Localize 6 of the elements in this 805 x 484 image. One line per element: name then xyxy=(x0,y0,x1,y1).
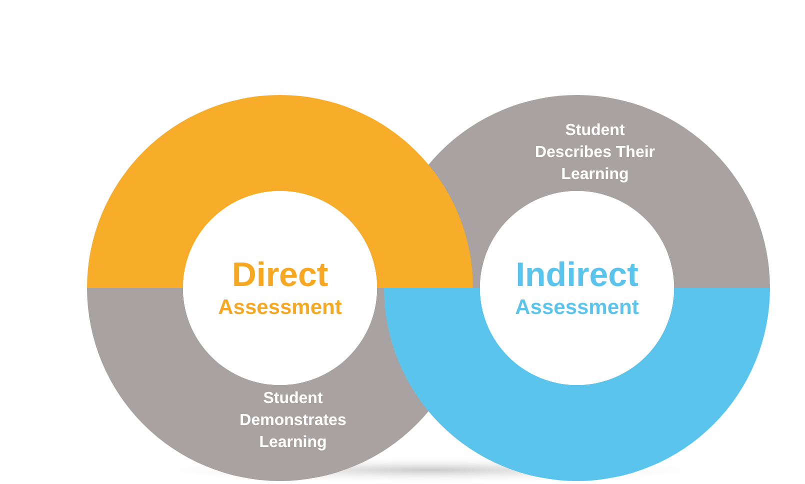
assessment-heading: Indirect xyxy=(516,255,638,295)
assessment-heading: Direct xyxy=(232,255,328,295)
segment-label: Student Describes Their Learning xyxy=(534,121,656,185)
assessment-subheading: Assessment xyxy=(515,295,639,321)
segment-label: Student Demonstrates Learning xyxy=(238,389,348,453)
assessment-subheading: Assessment xyxy=(218,295,342,321)
